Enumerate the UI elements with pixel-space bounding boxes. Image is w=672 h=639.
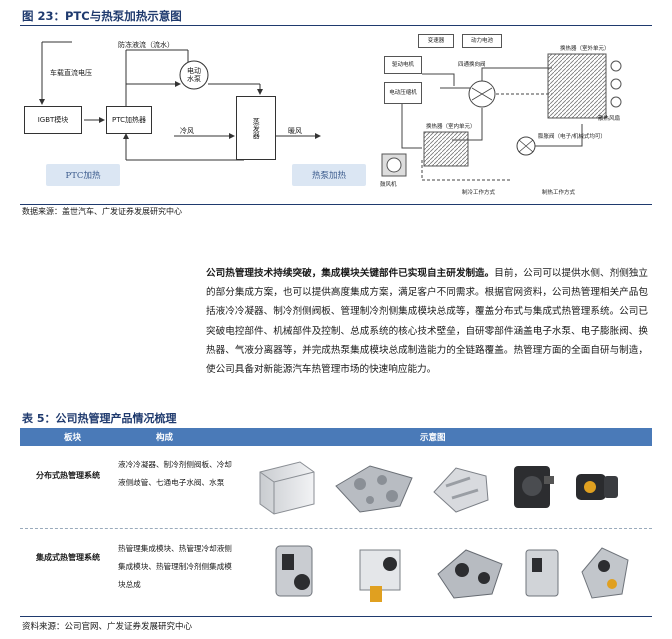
figure-top-rule: [20, 25, 652, 26]
four-way-valve-label: 四通换向阀: [458, 62, 486, 68]
paragraph-lead: 公司热管理技术持续突破，集成模块关键部件已实现自主研发制造。: [206, 268, 495, 279]
warm-air-label: 暖风: [288, 127, 302, 135]
expansion-valve-label: 膨胀阀（电子/机械式均可）: [538, 134, 606, 140]
paragraph-body: 目前，公司可以提供水侧、剂侧独立的部分集成方案，也可以提供高度集成方案，满足客户…: [206, 268, 649, 376]
mode-heatpump-label: 热泵加热: [292, 164, 366, 186]
compressor-box: 电动压缩机: [384, 82, 422, 104]
cooling-mode-label: 制冷工作方式: [462, 190, 496, 196]
thermal-module-image-3: [437, 549, 503, 599]
ptc-heater-box: PTC加热器: [106, 106, 152, 134]
row2-desc: 热管理集成模块、热管理冷却液侧集成模块、热管理制冷剂侧集成模块总成: [118, 544, 232, 589]
table-row-divider: [20, 528, 652, 529]
coolant-label: 防冻液流（流水）: [118, 41, 174, 49]
indoor-hx-label: 换热器（室内单元）: [426, 124, 476, 130]
figure-bottom-rule: [20, 204, 652, 205]
pump-label: 电动水泵: [187, 67, 201, 84]
ptc-diagram-lines: [39, 41, 321, 161]
header-segment: 板块: [64, 433, 82, 443]
heatpump-diagram-lines: [381, 53, 622, 181]
gear-box: 变速器: [418, 34, 454, 48]
blower-label: 鼓风机: [380, 182, 397, 188]
thermal-module-image-1: [275, 545, 313, 597]
figure-source: 数据来源：盖世汽车、广发证券发展研究中心: [22, 207, 182, 216]
ptc-diagram: 防冻液流（流水） 车载直流电压 电动水泵 IGBT模块 PTC加热器 蒸发器 冷…: [20, 28, 366, 204]
row2-type: 集成式热管理系统: [36, 552, 100, 562]
cold-air-label: 冷风: [180, 127, 194, 135]
water-pump-image: [576, 474, 618, 500]
row1-type: 分布式热管理系统: [36, 470, 100, 480]
coolant-manifold-image: [433, 467, 489, 513]
header-illustration: 示意图: [420, 433, 446, 443]
mode-ptc-label: PTC加热: [46, 164, 120, 186]
heating-mode-label: 制热工作方式: [542, 190, 576, 196]
table-source: 资料来源：公司官网、广发证券发展研究中心: [22, 622, 193, 632]
body-paragraph: 公司热管理技术持续突破，集成模块关键部件已实现自主研发制造。目前，公司可以提供水…: [206, 264, 648, 379]
liquid-condenser-image: [259, 461, 315, 515]
table-title: 表 5：公司热管理产品情况梳理: [22, 412, 177, 425]
header-composition: 构成: [156, 433, 174, 443]
drive-motor-box: 驱动电机: [384, 56, 422, 74]
refrigerant-valve-plate-image: [335, 465, 413, 513]
thermal-module-image-5: [581, 547, 629, 599]
power-unit-box: 动力电池: [462, 34, 502, 48]
igbt-box: IGBT模块: [24, 106, 82, 134]
voltage-label: 车载直流电压: [50, 69, 92, 77]
figure-title: 图 23：PTC与热泵加热示意图: [22, 9, 182, 23]
outdoor-fan-label: 散热风扇: [598, 116, 621, 122]
outdoor-hx-label: 换热器（室外单元）: [560, 46, 610, 52]
row1-desc: 液冷冷凝器、制冷剂侧阀板、冷却液侧歧管、七通电子水阀、水泵: [118, 460, 232, 487]
table-bottom-rule: [20, 616, 652, 617]
table-header: 板块 构成 示意图: [20, 428, 652, 446]
thermal-module-image-4: [525, 549, 559, 597]
thermal-module-image-2: [359, 549, 401, 602]
heatpump-diagram: 变速器 动力电池 驱动电机 电动压缩机 四通换向阀 换热器（室外单元） 换热器（…: [362, 28, 652, 204]
seven-way-valve-image: [514, 466, 554, 508]
evaporator-box: 蒸发器: [236, 96, 276, 160]
